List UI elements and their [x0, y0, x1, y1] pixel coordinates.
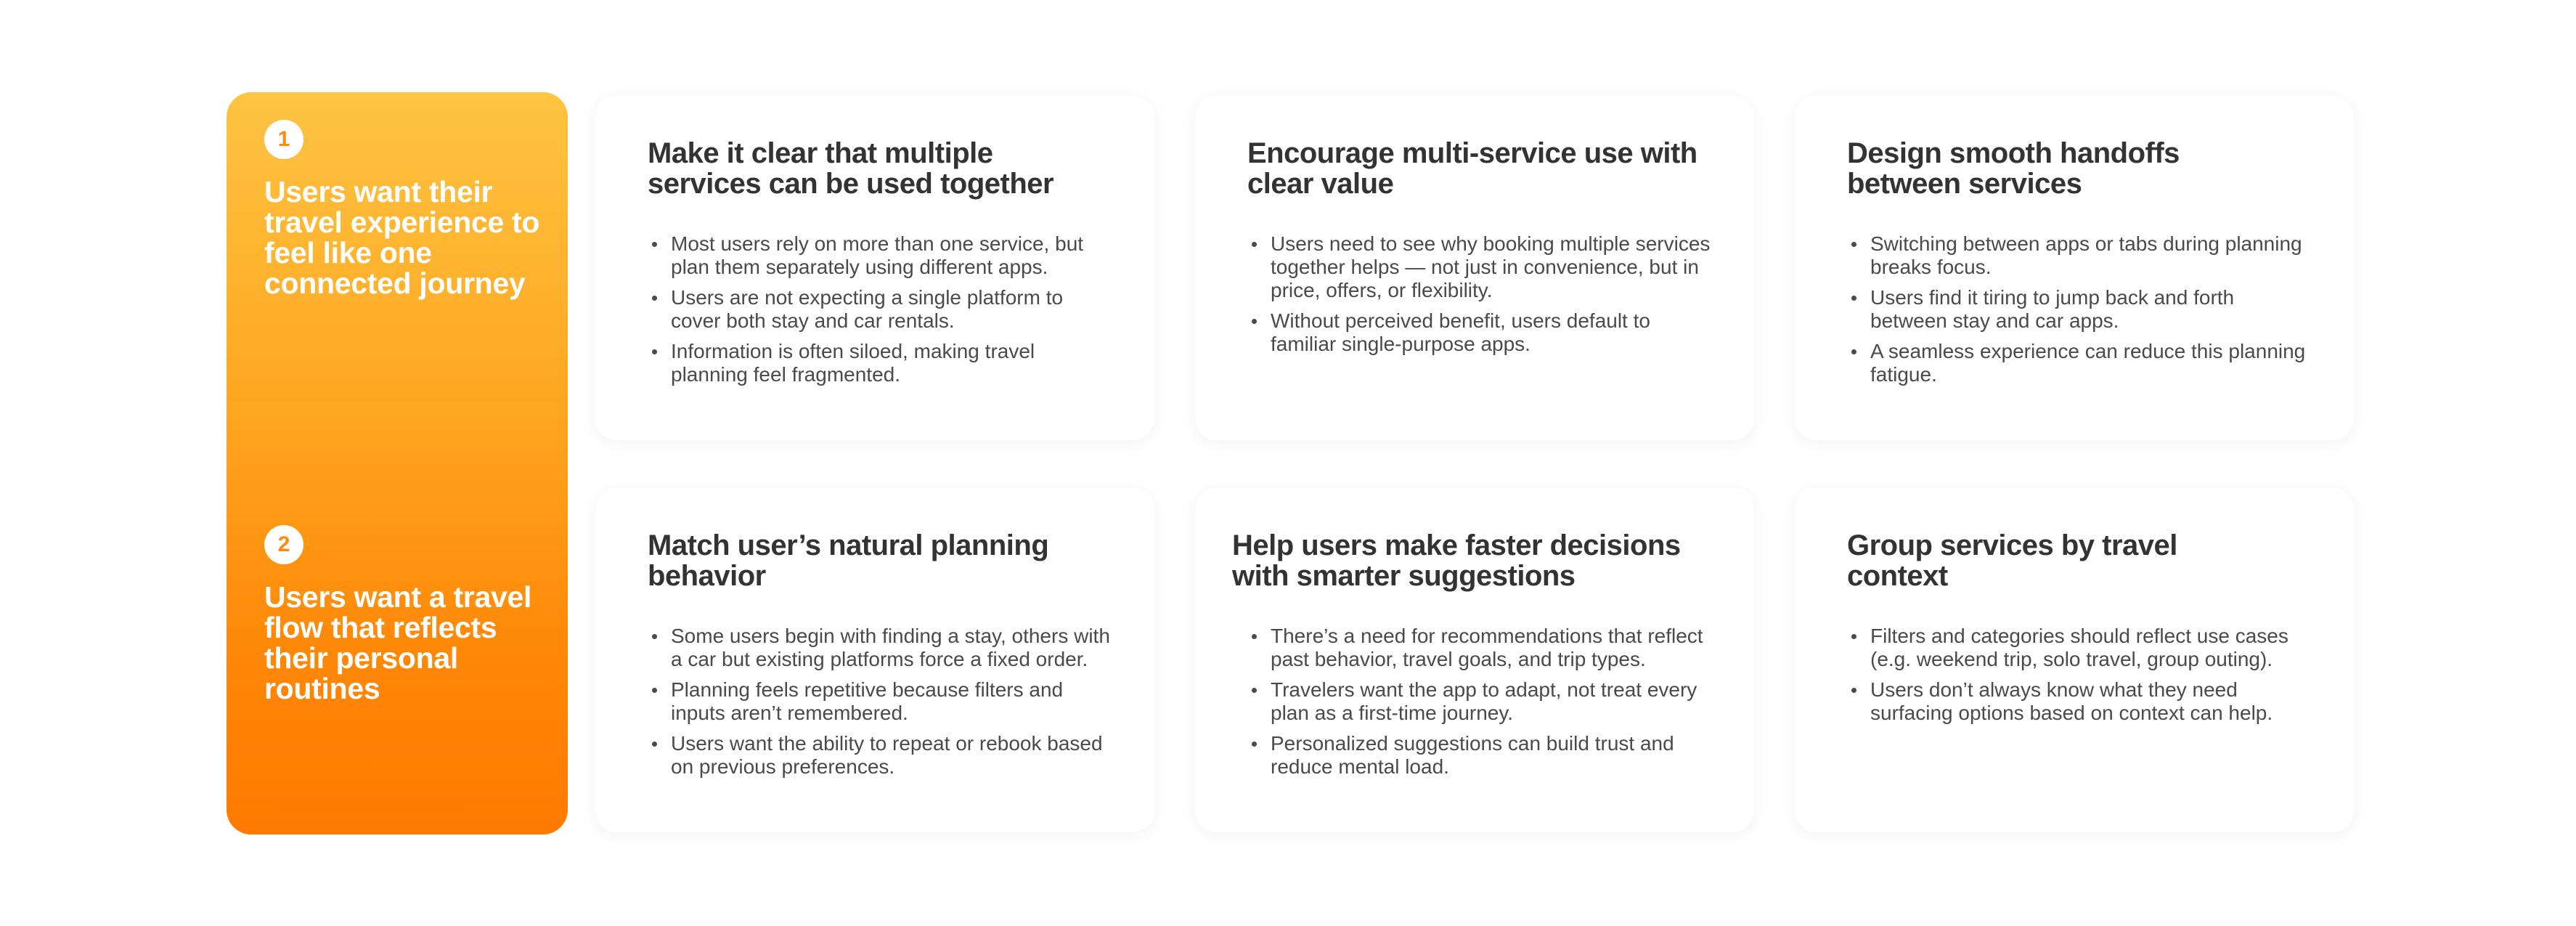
bullet-item: Users find it tiring to jump back and fo…: [1847, 286, 2312, 333]
recommendation-card: Group services by travel context Filters…: [1795, 488, 2354, 832]
insight-text: Users want their travel experience to fe…: [264, 175, 540, 300]
bullet-item: Users are not expecting a single platfor…: [648, 286, 1112, 333]
card-title: Help users make faster decisions with sm…: [1232, 529, 1681, 592]
bullet-item: Planning feels repetitive because filter…: [648, 678, 1112, 725]
bullet-list: There’s a need for recommendations that …: [1247, 625, 1712, 786]
insight-number-badge: 2: [264, 525, 303, 564]
bullet-list: Some users begin with finding a stay, ot…: [648, 625, 1112, 786]
card-title: Encourage multi-service use with clear v…: [1247, 137, 1697, 200]
card-title: Design smooth handoffs between services: [1847, 137, 2180, 200]
bullet-list: Most users rely on more than one service…: [648, 232, 1112, 394]
card-title: Make it clear that multiple services can…: [648, 137, 1054, 200]
recommendation-card: Encourage multi-service use with clear v…: [1195, 96, 1754, 440]
recommendation-card: Help users make faster decisions with sm…: [1195, 488, 1754, 832]
bullet-item: Most users rely on more than one service…: [648, 232, 1112, 279]
bullet-item: Without perceived benefit, users default…: [1247, 309, 1712, 356]
card-title: Match user’s natural planning behavior: [648, 529, 1049, 592]
bullet-item: Information is often siloed, making trav…: [648, 340, 1112, 386]
recommendation-card: Design smooth handoffs between services …: [1795, 96, 2354, 440]
bullet-list: Users need to see why booking multiple s…: [1247, 232, 1712, 363]
bullet-item: Switching between apps or tabs during pl…: [1847, 232, 2312, 279]
bullet-item: A seamless experience can reduce this pl…: [1847, 340, 2312, 386]
bullet-list: Filters and categories should reflect us…: [1847, 625, 2312, 732]
insight-text: Users want a travel flow that reflects t…: [264, 580, 532, 705]
recommendation-card: Match user’s natural planning behavior S…: [595, 488, 1154, 832]
bullet-item: There’s a need for recommendations that …: [1247, 625, 1712, 671]
bullet-item: Users need to see why booking multiple s…: [1247, 232, 1712, 302]
bullet-item: Filters and categories should reflect us…: [1847, 625, 2312, 671]
recommendation-card: Make it clear that multiple services can…: [595, 96, 1154, 440]
insight-1: 1 Users want their travel experience to …: [264, 120, 555, 298]
bullet-item: Users don’t always know what they need s…: [1847, 678, 2312, 725]
bullet-item: Personalized suggestions can build trust…: [1247, 732, 1712, 779]
card-title: Group services by travel context: [1847, 529, 2177, 592]
insights-panel: 1 Users want their travel experience to …: [227, 92, 568, 834]
bullet-item: Users want the ability to repeat or rebo…: [648, 732, 1112, 779]
insight-2: 2 Users want a travel flow that reflects…: [264, 525, 555, 704]
bullet-item: Travelers want the app to adapt, not tre…: [1247, 678, 1712, 725]
insight-number-badge: 1: [264, 120, 303, 159]
bullet-item: Some users begin with finding a stay, ot…: [648, 625, 1112, 671]
bullet-list: Switching between apps or tabs during pl…: [1847, 232, 2312, 394]
